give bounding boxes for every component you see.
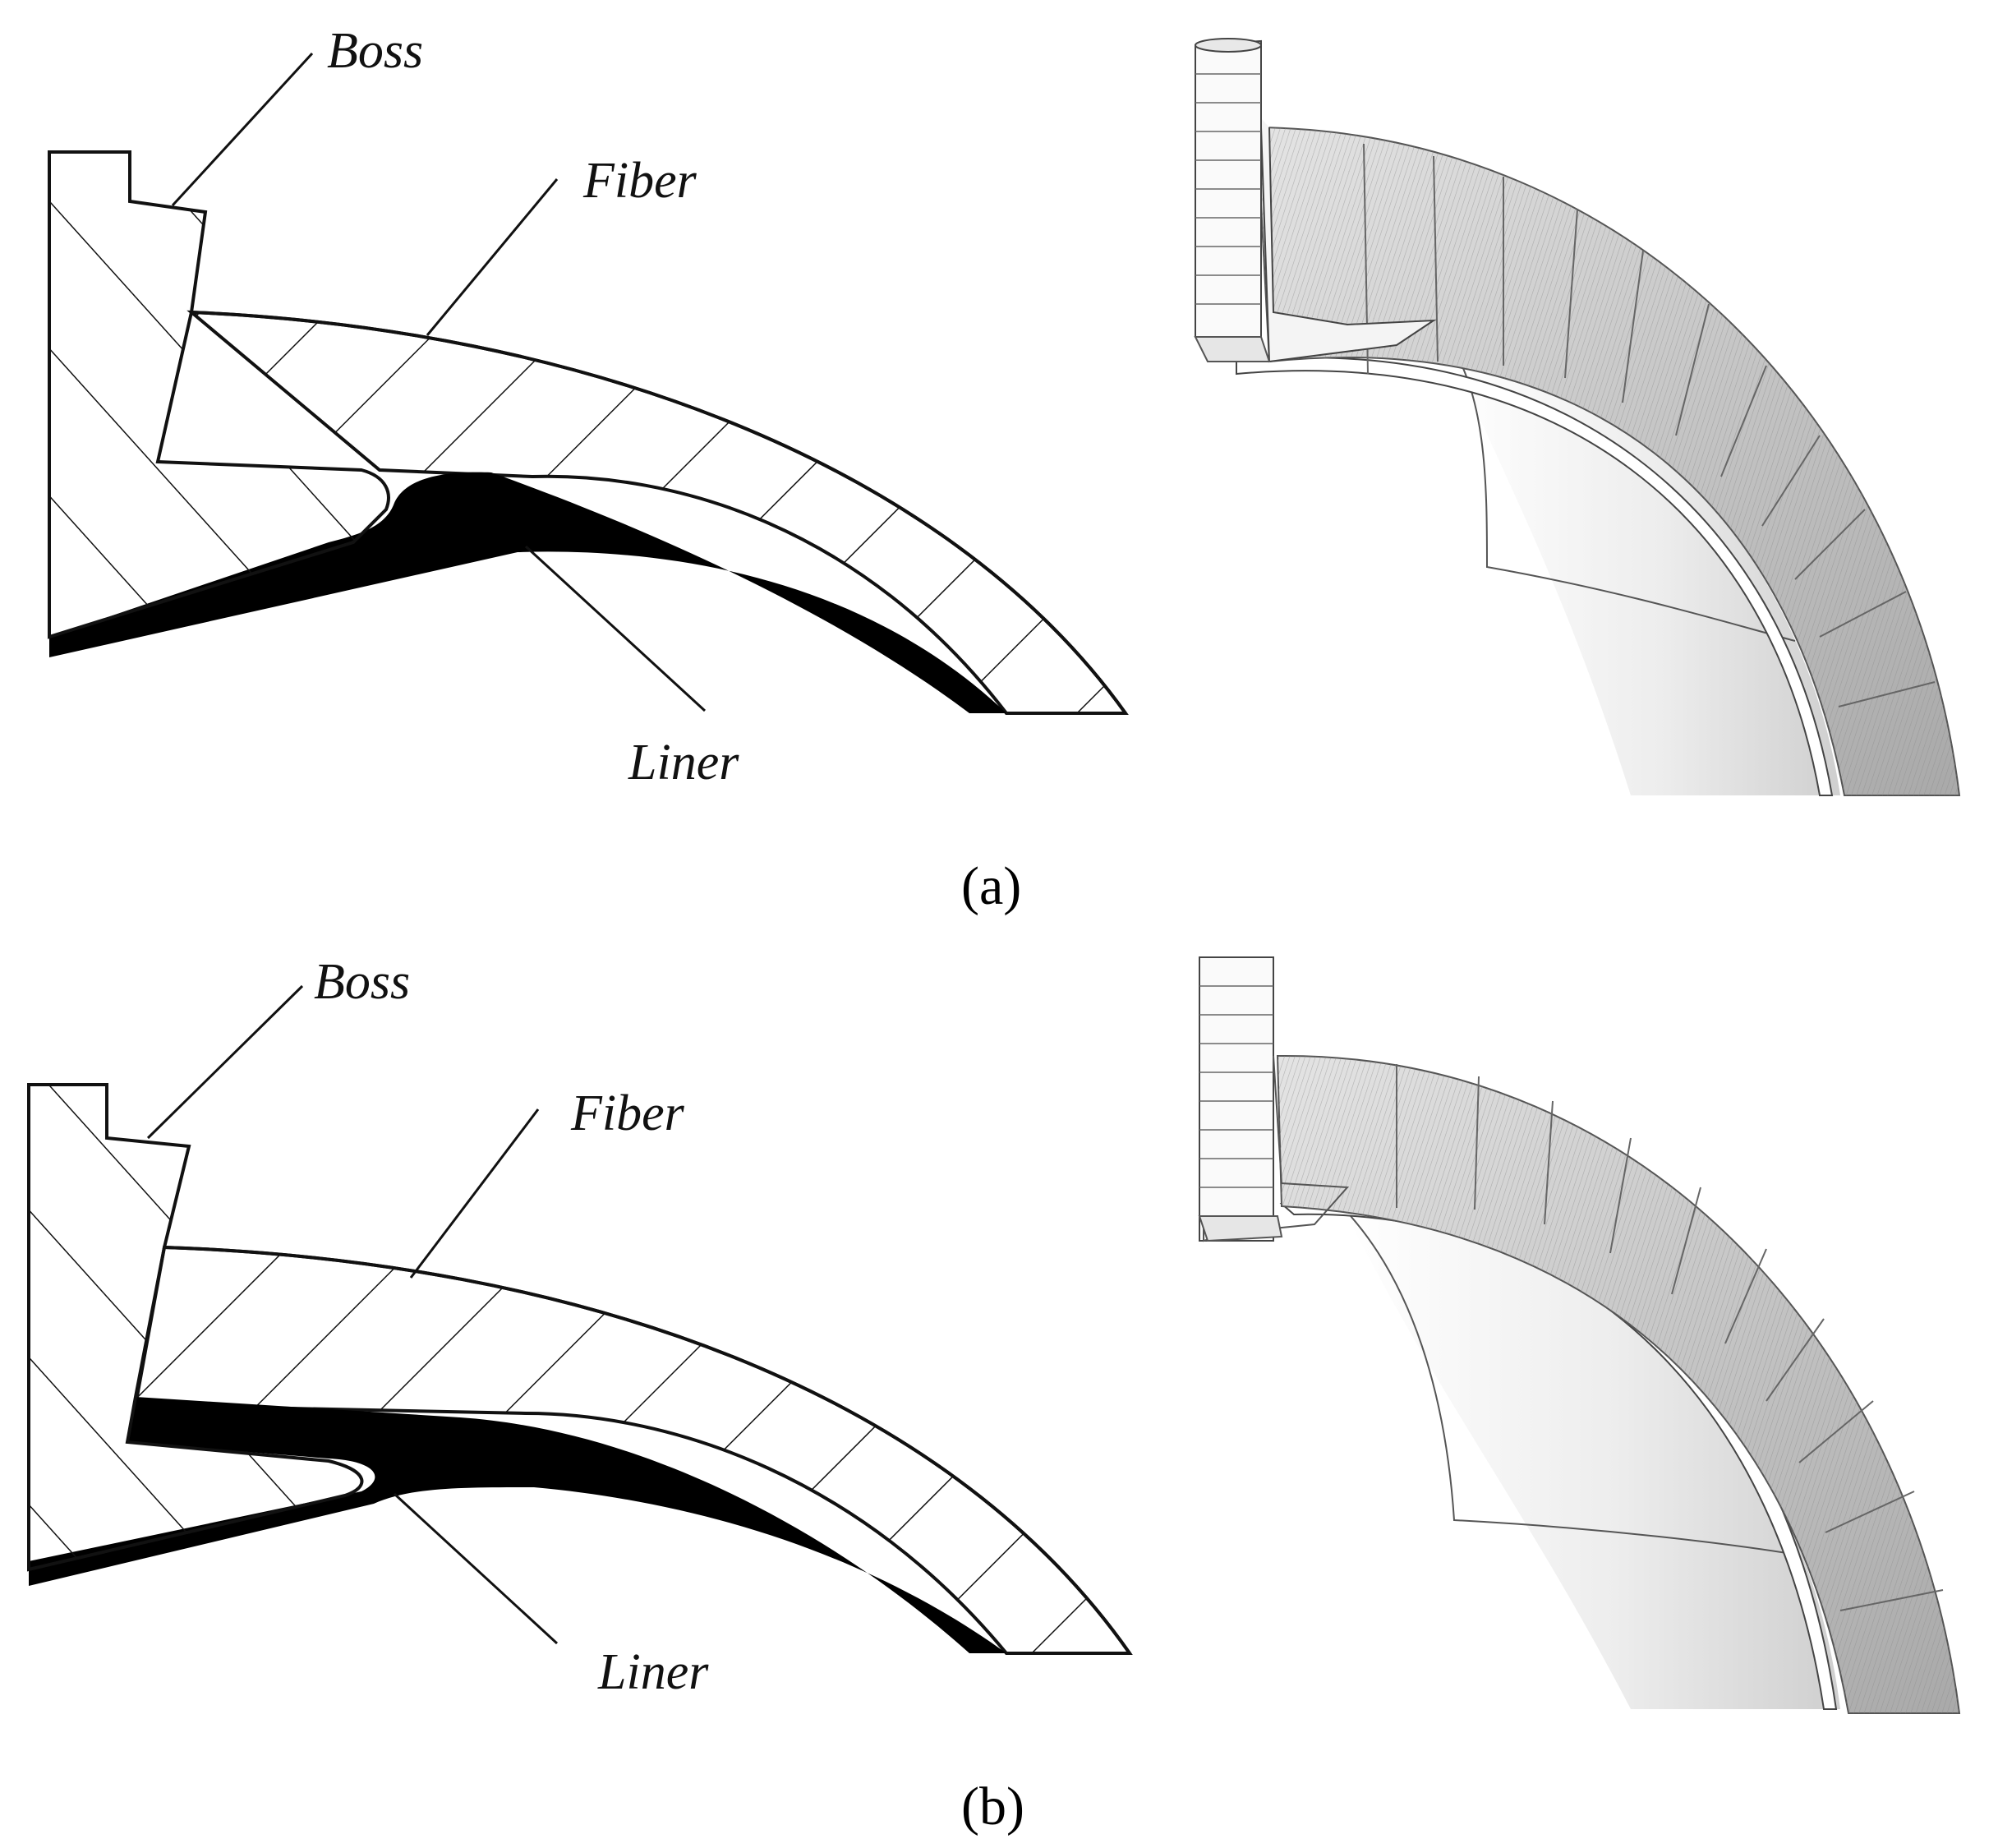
boss-label: Boss bbox=[327, 23, 423, 79]
mesh-render-a bbox=[1194, 38, 1961, 796]
fiber-label: Fiber bbox=[570, 1085, 685, 1141]
boss-region[interactable] bbox=[48, 150, 390, 639]
panel-b: Boss Fiber Liner bbox=[27, 954, 1961, 1836]
boss-leader bbox=[146, 984, 304, 1140]
inner-dome-surface bbox=[1343, 1208, 1840, 1709]
boss-label: Boss bbox=[314, 954, 410, 1010]
caption-b: (b) bbox=[961, 1777, 1024, 1836]
liner-region[interactable] bbox=[49, 472, 1006, 713]
liner-leader bbox=[393, 1492, 559, 1645]
boss-leader bbox=[171, 52, 314, 207]
caption-a: (a) bbox=[961, 856, 1021, 916]
fiber-label: Fiber bbox=[582, 153, 697, 209]
cross-section-b: Boss Fiber Liner bbox=[27, 954, 1133, 1700]
boss-block bbox=[1198, 956, 1350, 1242]
liner-label: Liner bbox=[597, 1644, 709, 1700]
fiber-leader bbox=[426, 178, 559, 336]
mesh-render-b bbox=[1198, 956, 1961, 1714]
panel-a: Boss Fiber Liner bbox=[48, 23, 1961, 916]
fiber-leader bbox=[409, 1108, 540, 1279]
liner-label: Liner bbox=[628, 735, 739, 790]
cross-section-a: Boss Fiber Liner bbox=[48, 23, 1129, 790]
liner-leader bbox=[524, 545, 707, 712]
boss-block bbox=[1194, 38, 1437, 363]
inner-dome-surface bbox=[1442, 333, 1840, 795]
boss-region[interactable] bbox=[27, 1083, 364, 1572]
